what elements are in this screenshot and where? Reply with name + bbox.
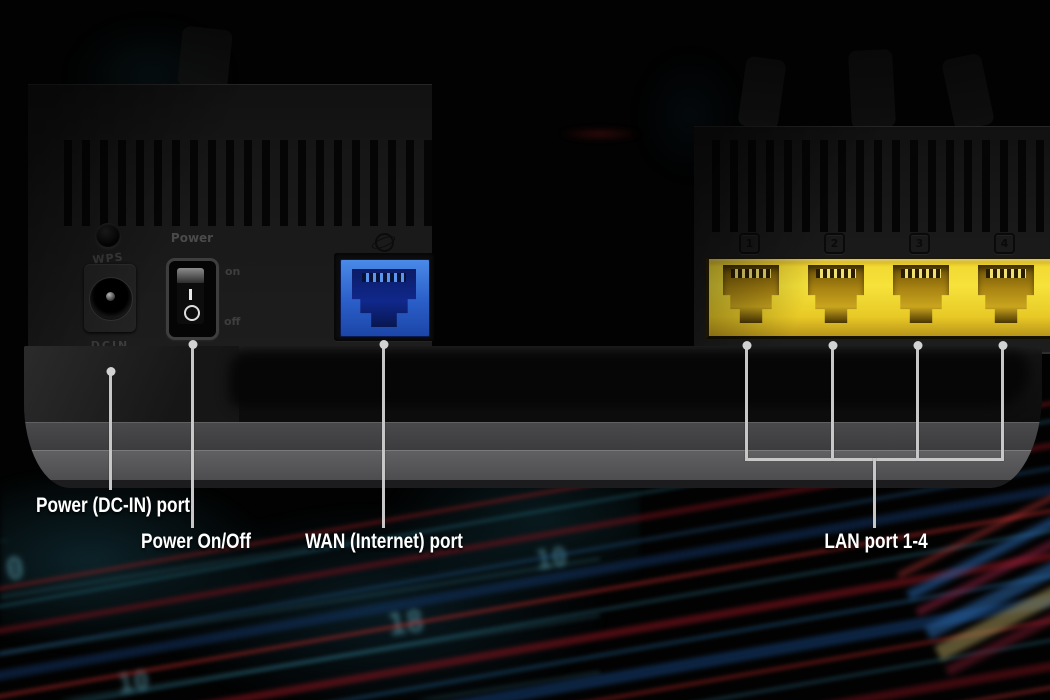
lan-port-pins bbox=[986, 269, 1026, 278]
lan-port-3 bbox=[893, 265, 949, 323]
globe-icon bbox=[375, 233, 394, 252]
base-left-ledge bbox=[24, 346, 239, 422]
off-label: off bbox=[224, 315, 241, 328]
vent-grille-left bbox=[64, 140, 436, 226]
lan-port-pins bbox=[901, 269, 941, 278]
leader-line-power bbox=[191, 344, 194, 528]
lan-port-pins bbox=[816, 269, 856, 278]
annotation-wan-port: WAN (Internet) port bbox=[305, 530, 463, 553]
background-red-glint bbox=[558, 127, 642, 141]
annotation-power-switch: Power On/Off bbox=[140, 530, 252, 553]
antenna-silhouette bbox=[177, 25, 233, 91]
power-off-symbol-icon bbox=[184, 305, 200, 321]
base-mid-band bbox=[24, 422, 1042, 450]
leader-line-lan2 bbox=[831, 345, 834, 461]
dc-in-port bbox=[84, 264, 136, 332]
lan-port-block bbox=[706, 257, 1050, 339]
lan-port-4 bbox=[978, 265, 1034, 323]
lan-port-number-1: 1 bbox=[739, 233, 760, 254]
on-label: on bbox=[225, 265, 241, 278]
rear-panel-right-section: 1 2 3 4 bbox=[694, 126, 1050, 354]
leader-line-wan bbox=[382, 344, 385, 528]
power-label: Power bbox=[170, 231, 214, 245]
power-rocker bbox=[177, 268, 204, 324]
annotation-dcin-port: Power (DC-IN) port bbox=[35, 494, 191, 517]
antenna-silhouette bbox=[737, 55, 787, 131]
base-shadow bbox=[229, 352, 1030, 408]
base-bottom-edge bbox=[24, 480, 1042, 488]
leader-line-dcin bbox=[109, 371, 112, 490]
lan-port-2 bbox=[808, 265, 864, 323]
wan-port-bezel bbox=[340, 259, 430, 337]
rocker-top-face bbox=[177, 268, 204, 283]
vent-grille-right bbox=[712, 140, 1050, 232]
lan-port-pins bbox=[731, 269, 771, 278]
leader-line-lan3 bbox=[916, 345, 919, 461]
base-light-band bbox=[24, 450, 1042, 480]
power-switch bbox=[166, 258, 219, 340]
antenna-silhouette bbox=[940, 52, 996, 132]
lan-port-1 bbox=[723, 265, 779, 323]
power-on-symbol-icon bbox=[189, 289, 192, 300]
lan-bracket-stem bbox=[873, 458, 876, 528]
lan-port-number-2: 2 bbox=[824, 233, 845, 254]
lan-port-number-3: 3 bbox=[909, 233, 930, 254]
wan-port-opening bbox=[352, 269, 416, 327]
lan-port-number-4: 4 bbox=[994, 233, 1015, 254]
dc-barrel-jack bbox=[89, 277, 133, 321]
leader-line-lan4 bbox=[1001, 345, 1004, 461]
router-base bbox=[24, 346, 1042, 488]
wps-button bbox=[96, 223, 120, 247]
antenna-silhouette bbox=[847, 48, 897, 130]
leader-line-lan1 bbox=[745, 345, 748, 461]
annotation-lan-ports: LAN port 1-4 bbox=[824, 530, 928, 553]
rear-panel-left-section: WPS DCIN Power on off bbox=[28, 84, 436, 354]
wan-port bbox=[334, 253, 434, 341]
wan-port-pins bbox=[361, 273, 407, 282]
